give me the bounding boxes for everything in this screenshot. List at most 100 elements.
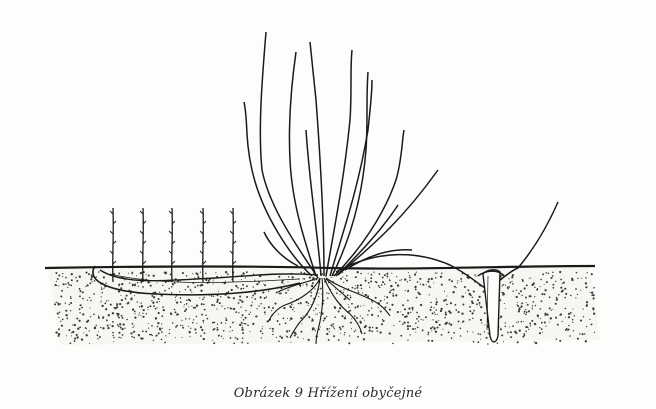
soil-dot	[396, 276, 397, 277]
soil-dot	[131, 273, 132, 274]
soil-dot	[549, 296, 551, 298]
soil-dot	[153, 275, 155, 277]
soil-dot	[300, 302, 302, 304]
soil-dot	[432, 319, 433, 320]
soil-dot	[307, 305, 308, 306]
soil-dot	[311, 320, 312, 321]
soil-dot	[587, 272, 588, 273]
soil-dot	[268, 290, 269, 291]
soil-dot	[141, 337, 143, 339]
soil-dot	[90, 300, 91, 301]
soil-dot	[79, 312, 80, 313]
soil-dot	[335, 289, 336, 290]
soil-dot	[132, 327, 133, 328]
soil-dot	[503, 284, 504, 285]
shoot-bud	[203, 261, 206, 264]
soil-dot	[258, 305, 259, 306]
soil-dot	[480, 306, 482, 308]
soil-dot	[134, 311, 136, 313]
soil-dot	[223, 338, 224, 339]
soil-dot	[342, 276, 343, 277]
soil-dot	[357, 305, 359, 307]
soil-dot	[212, 340, 213, 341]
soil-dot	[436, 301, 438, 303]
soil-dot	[200, 326, 202, 328]
soil-dot	[227, 296, 229, 298]
soil-dot	[148, 309, 149, 310]
soil-dot	[56, 281, 57, 282]
soil-dot	[176, 325, 178, 327]
soil-dot	[286, 336, 288, 338]
soil-dot	[512, 283, 514, 285]
soil-dot	[440, 276, 442, 278]
soil-dot	[546, 281, 548, 283]
soil-dot	[370, 281, 372, 283]
soil-dot	[573, 330, 574, 331]
soil-dot	[356, 277, 357, 278]
soil-dot	[264, 314, 265, 315]
soil-dot	[197, 285, 199, 287]
soil-dot	[379, 287, 381, 289]
soil-dot	[133, 337, 135, 339]
soil-dot	[507, 332, 509, 334]
soil-dot	[453, 332, 455, 334]
soil-dot	[225, 319, 227, 321]
soil-dot	[246, 296, 248, 298]
soil-dot	[225, 281, 226, 282]
soil-dot	[242, 327, 244, 329]
soil-dot	[107, 325, 109, 327]
soil-dot	[203, 303, 205, 305]
soil-dot	[565, 308, 567, 310]
soil-dot	[434, 327, 436, 329]
soil-dot	[536, 289, 538, 291]
soil-dot	[70, 342, 72, 344]
soil-dot	[142, 313, 143, 314]
soil-dot	[174, 309, 175, 310]
soil-dot	[272, 334, 274, 336]
soil-dot	[392, 295, 394, 297]
soil-dot	[386, 302, 388, 304]
soil-dot	[103, 276, 105, 278]
soil-dot	[510, 336, 512, 338]
soil-dot	[415, 332, 416, 333]
soil-dot	[392, 343, 394, 345]
soil-dot	[113, 341, 114, 342]
soil-dot	[392, 293, 393, 294]
soil-dot	[477, 275, 478, 276]
soil-dot	[408, 272, 409, 273]
soil-dot	[435, 277, 437, 279]
soil-dot	[71, 335, 72, 336]
soil-dot	[138, 315, 139, 316]
soil-dot	[188, 306, 189, 307]
soil-dot	[247, 324, 249, 326]
soil-dot	[140, 282, 141, 283]
soil-dot	[328, 293, 329, 294]
soil-dot	[65, 314, 67, 316]
soil-dot	[98, 317, 100, 319]
soil-dot	[430, 302, 431, 303]
soil-dot	[541, 322, 543, 324]
soil-dot	[327, 297, 328, 298]
soil-dot	[155, 318, 156, 319]
soil-dot	[121, 315, 123, 317]
soil-dot	[248, 313, 250, 315]
soil-dot	[431, 278, 433, 280]
soil-dot	[217, 327, 218, 328]
soil-dot	[156, 301, 158, 303]
soil-dot	[357, 271, 359, 273]
soil-dot	[119, 323, 121, 325]
soil-dot	[518, 310, 520, 312]
soil-dot	[585, 340, 587, 342]
soil-dot	[346, 280, 348, 282]
soil-dot	[239, 324, 241, 326]
soil-dot	[375, 297, 377, 299]
soil-dot	[552, 275, 554, 277]
soil-dot	[249, 331, 250, 332]
soil-dot	[96, 325, 98, 327]
soil-dot	[98, 316, 100, 318]
soil-dot	[247, 342, 249, 344]
soil-dot	[556, 298, 558, 300]
soil-dot	[62, 273, 63, 274]
soil-dot	[235, 337, 237, 339]
